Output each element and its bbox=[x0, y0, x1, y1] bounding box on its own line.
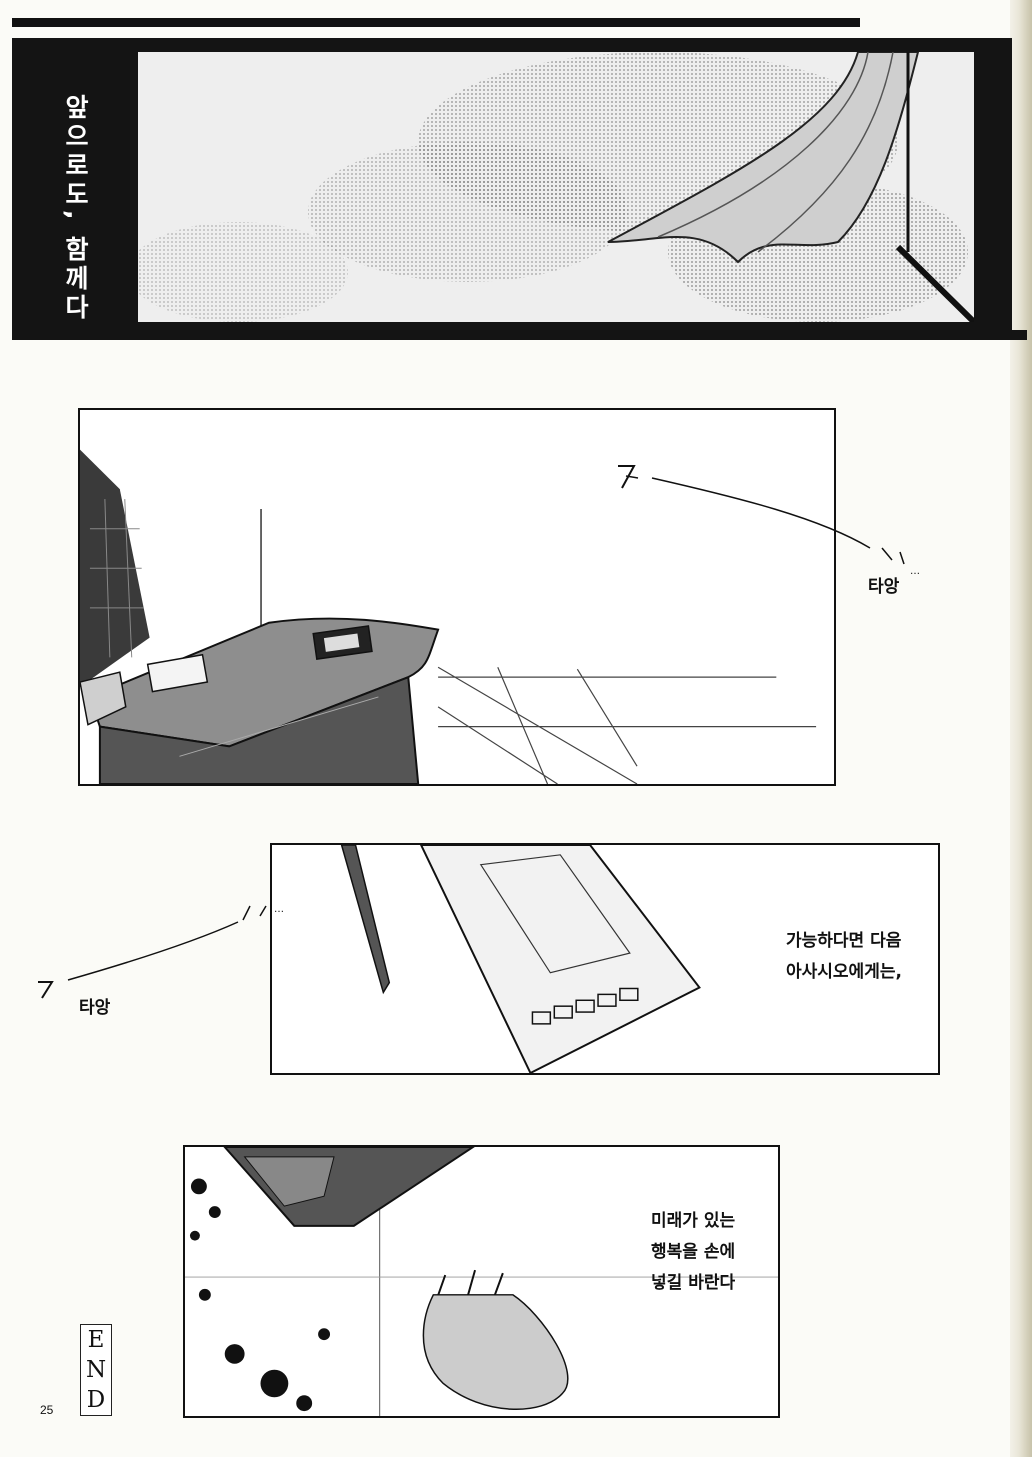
end-letter: N bbox=[85, 1357, 107, 1383]
dialogue-line: 행복을 손에 bbox=[651, 1242, 736, 1262]
dialogue-line: 가능하다면 다음 bbox=[786, 931, 902, 951]
panel-desk-scene bbox=[78, 408, 836, 786]
header-bottom-stripe bbox=[12, 330, 1027, 340]
page-number: 25 bbox=[40, 1403, 54, 1417]
dialogue-line: 아사시오에게는, bbox=[786, 962, 902, 982]
dialogue-line: 넣길 바란다 bbox=[651, 1273, 736, 1293]
end-mark: E N D bbox=[80, 1324, 112, 1416]
dialogue-line: 미래가 있는 bbox=[651, 1211, 736, 1231]
sfx-label-top: 타앙 bbox=[868, 577, 900, 597]
sfx-stroke-left: … bbox=[38, 904, 284, 999]
sfx-label-left: 타앙 bbox=[79, 998, 111, 1018]
end-letter: E bbox=[87, 1327, 105, 1353]
panel-gun-hand bbox=[183, 1145, 780, 1418]
sfx-stroke-top: … bbox=[618, 465, 920, 577]
page-edge bbox=[1010, 0, 1032, 1457]
dialogue-paper: 가능하다면 다음 아사시오에게는, bbox=[786, 926, 902, 988]
dialogue-gun: 미래가 있는 행복을 손에 넣길 바란다 bbox=[651, 1206, 735, 1299]
end-letter: D bbox=[86, 1387, 106, 1413]
top-rule bbox=[12, 18, 860, 27]
title-strip: 앞으로도, 함께다 bbox=[12, 38, 138, 340]
header-art-curtain bbox=[138, 52, 974, 322]
chapter-title: 앞으로도, 함께다 bbox=[61, 94, 90, 324]
svg-text:…: … bbox=[910, 566, 920, 577]
svg-text:…: … bbox=[274, 904, 284, 915]
panel-letter-pen bbox=[270, 843, 940, 1075]
